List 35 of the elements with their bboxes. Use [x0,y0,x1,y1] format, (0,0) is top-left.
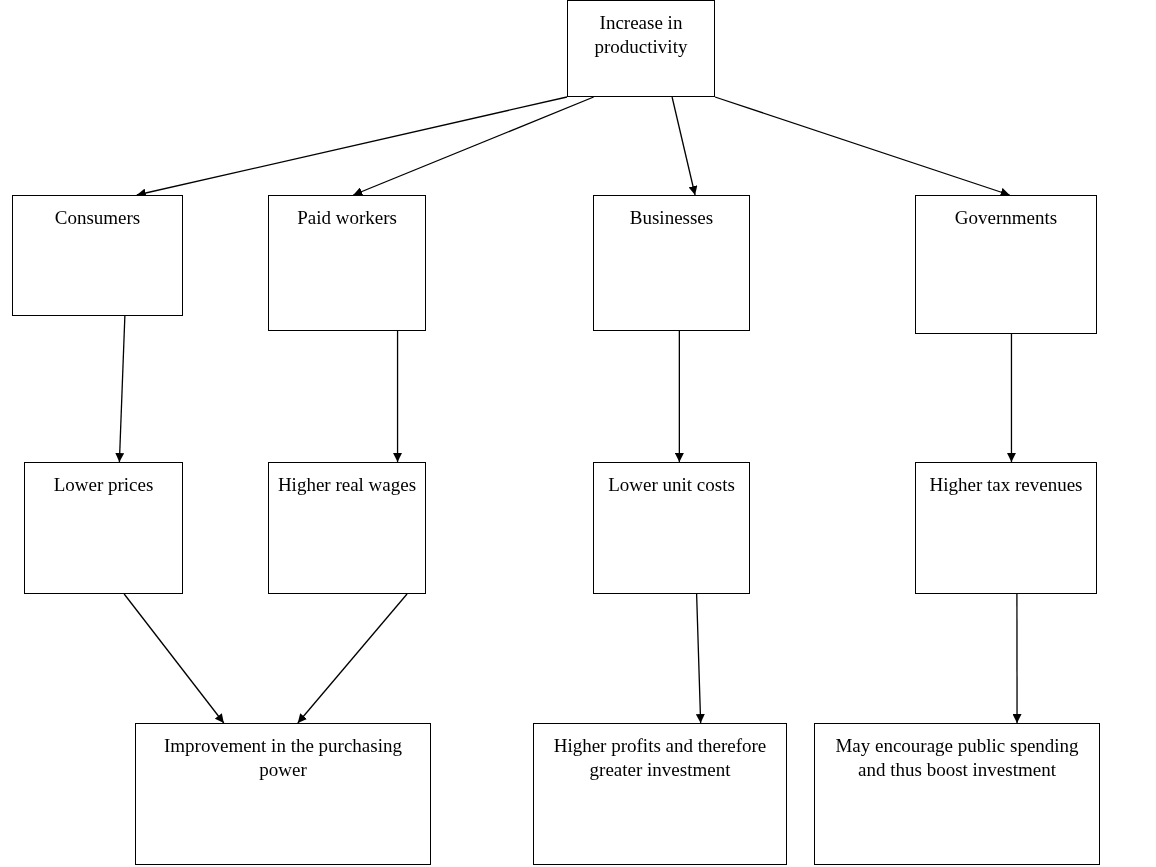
box-label: Businesses [629,206,714,230]
process-box [12,195,183,316]
arrow [352,96,595,196]
arrow [115,315,126,463]
process-box [915,462,1097,594]
process-box [24,462,183,594]
arrow [671,96,698,196]
process-box [814,723,1100,865]
arrow [1006,333,1016,463]
arrow [297,593,408,724]
arrow [674,330,684,463]
process-box [135,723,431,865]
process-box [268,462,426,594]
process-box [268,195,426,331]
process-box [593,195,750,331]
box-label: Consumers [54,206,141,230]
arrow [695,593,705,724]
arrow [393,330,403,463]
process-box [567,0,715,97]
box-label: Higher real wages [277,473,417,497]
box-label: Higher profits and therefore greater investment [552,734,768,782]
arrow [123,593,225,724]
arrow [714,96,1011,197]
box-label: Paid workers [297,206,397,230]
box-label: Governments [954,206,1058,230]
process-box [593,462,750,594]
box-label: May encourage public spending and thus boost investment [834,734,1080,782]
process-box [533,723,787,865]
box-label: Lower unit costs [608,473,735,497]
box-label: Increase in productivity [593,11,689,59]
process-box [915,195,1097,334]
box-label: Higher tax revenues [929,473,1083,497]
box-label: Improvement in the purchasing power [163,734,403,782]
box-label: Lower prices [53,473,154,497]
arrow [1012,593,1022,724]
